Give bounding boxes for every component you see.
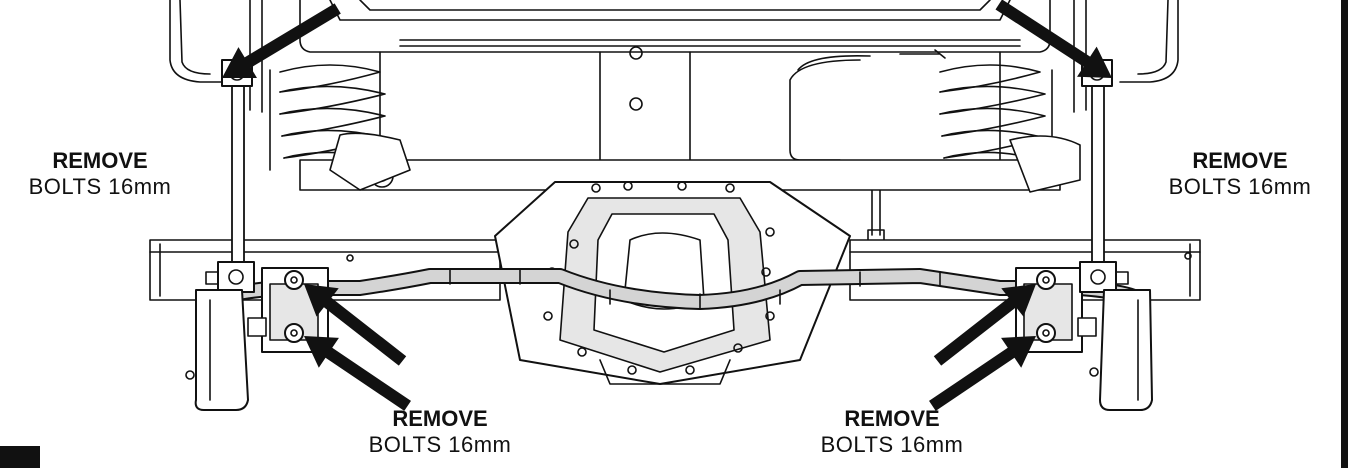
callout-detail: BOLTS 16mm xyxy=(368,431,512,457)
right-edge-bar xyxy=(1341,0,1348,468)
corner-tab xyxy=(0,446,40,468)
left-tire xyxy=(185,289,249,411)
callout-top-left: REMOVE BOLTS 16mm xyxy=(0,148,200,199)
arrow-top-right xyxy=(995,0,1112,78)
callout-action: REMOVE xyxy=(52,148,148,173)
sway-bar xyxy=(207,268,1148,310)
callout-action: REMOVE xyxy=(844,406,940,431)
arrow-top-left xyxy=(222,3,341,78)
arrow-bracket-left-lower xyxy=(304,336,411,411)
callout-detail: BOLTS 16mm xyxy=(820,431,964,457)
callout-detail: BOLTS 16mm xyxy=(28,173,172,199)
arrow-bracket-right-lower xyxy=(929,336,1036,411)
callout-action: REMOVE xyxy=(1192,148,1288,173)
callout-detail: BOLTS 16mm xyxy=(1168,173,1312,199)
callout-bottom-right: REMOVE BOLTS 16mm xyxy=(772,406,1012,457)
callout-top-right: REMOVE BOLTS 16mm xyxy=(1140,148,1340,199)
callout-action: REMOVE xyxy=(392,406,488,431)
callout-bottom-left: REMOVE BOLTS 16mm xyxy=(330,406,550,457)
right-tire xyxy=(1089,289,1153,411)
track-bar xyxy=(299,132,1081,193)
arrow-bracket-right-upper xyxy=(933,284,1036,366)
differential-cover xyxy=(494,181,851,385)
pointer-arrows xyxy=(222,0,1112,411)
arrow-bracket-left-upper xyxy=(304,284,407,366)
